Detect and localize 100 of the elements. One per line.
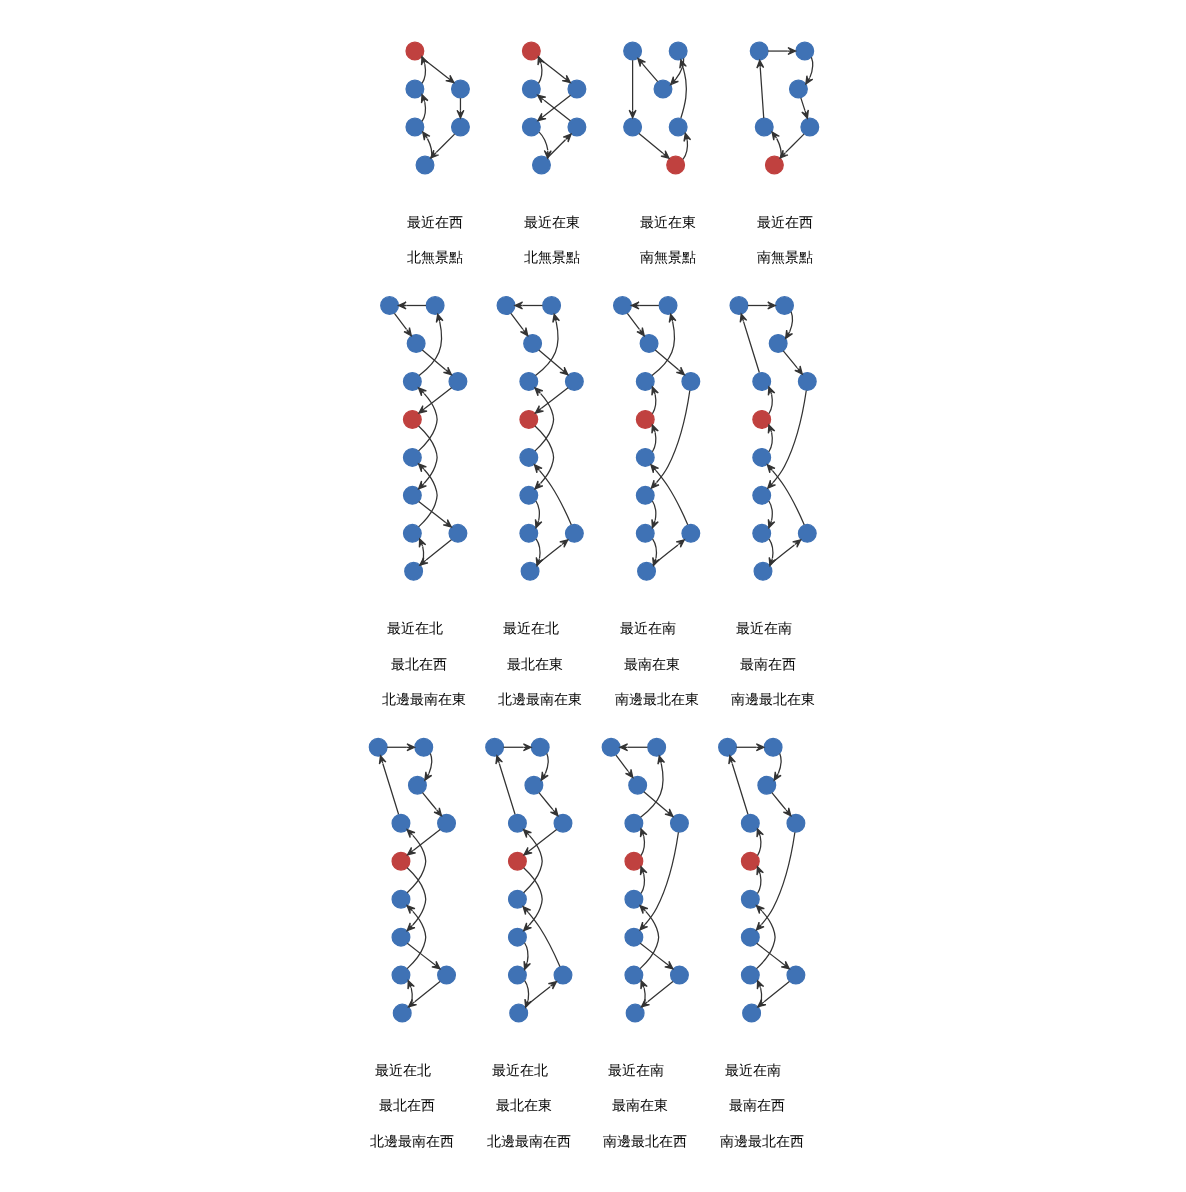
node-circle: [379, 296, 399, 315]
arrow: [533, 387, 568, 414]
node-circle: [668, 965, 688, 985]
arrow: [416, 463, 437, 528]
node-circle: [751, 523, 771, 543]
arrow: [755, 942, 789, 970]
arrow: [522, 829, 542, 894]
arrow: [416, 425, 437, 490]
arrow: [755, 59, 764, 119]
arrow: [772, 752, 781, 781]
node-circle: [785, 813, 805, 833]
arrow: [420, 349, 452, 376]
arrow: [625, 312, 644, 337]
node-circle: [404, 79, 424, 99]
node-circle: [774, 296, 793, 315]
node-circle: [739, 927, 759, 947]
node-circle: [612, 296, 631, 315]
node-circle: [404, 41, 424, 61]
node-circle: [552, 965, 572, 985]
arrow: [650, 424, 658, 453]
node-circle: [623, 851, 643, 871]
node-circle: [405, 333, 425, 353]
node-circle: [390, 851, 410, 871]
node-circle: [680, 371, 700, 391]
arrow: [509, 312, 528, 337]
node-circle: [447, 523, 467, 543]
node-circle: [657, 296, 677, 315]
node-circle: [495, 296, 515, 315]
arrow: [416, 387, 437, 452]
node-circle: [739, 851, 759, 871]
node-circle: [447, 371, 467, 391]
node-circle: [646, 737, 666, 757]
arrow: [738, 313, 759, 374]
arrow: [627, 59, 636, 119]
node-circle: [541, 296, 561, 315]
node-circle: [529, 737, 549, 757]
node-circle: [404, 117, 424, 137]
arrow: [420, 792, 442, 817]
node-circle: [449, 117, 469, 137]
arrow: [417, 313, 443, 377]
node-circle: [752, 561, 772, 581]
arrow: [770, 792, 791, 817]
arrow: [614, 754, 633, 779]
node-circle: [401, 485, 421, 505]
arrow: [533, 313, 560, 377]
node-circle: [623, 889, 643, 909]
node-circle: [680, 523, 700, 543]
arrow: [405, 867, 426, 932]
node-circle: [739, 889, 759, 909]
arrow: [522, 867, 542, 932]
arrow: [405, 828, 440, 856]
node-circle: [751, 409, 771, 429]
node-circle: [762, 737, 782, 757]
arrow: [642, 791, 673, 818]
node-circle: [484, 737, 504, 757]
arrow: [494, 755, 515, 815]
node-circle: [753, 117, 773, 137]
arrow: [405, 942, 440, 970]
node-circle: [566, 79, 586, 99]
arrow: [727, 755, 748, 815]
node-circle: [436, 813, 456, 833]
arrow: [536, 56, 544, 85]
node-circle: [449, 79, 469, 99]
arrow: [419, 56, 454, 84]
arrow: [638, 831, 679, 931]
node-circle: [751, 447, 771, 467]
arrow: [755, 828, 763, 857]
node-circle: [391, 1003, 411, 1023]
node-circle: [401, 371, 421, 391]
arrow: [734, 743, 764, 752]
node-circle: [520, 117, 540, 137]
arrow: [537, 792, 558, 817]
node-circle: [523, 775, 543, 795]
node-circle: [767, 333, 787, 353]
node-circle: [413, 737, 433, 757]
arrow: [396, 301, 426, 310]
node-circle: [530, 155, 550, 175]
arrow: [766, 386, 775, 415]
arrow: [770, 131, 781, 159]
arrow: [784, 311, 793, 340]
arrow: [766, 47, 796, 56]
node-circle: [634, 485, 654, 505]
arrow: [804, 56, 813, 85]
arrow: [423, 752, 432, 781]
node-circle: [401, 447, 421, 467]
arrow: [681, 132, 691, 161]
node-circle: [518, 485, 538, 505]
arrow: [513, 301, 543, 310]
node-circle: [622, 117, 642, 137]
node-circle: [794, 41, 814, 61]
node-circle: [756, 775, 776, 795]
arrow: [754, 831, 795, 931]
arrow: [377, 755, 399, 815]
node-circle: [390, 965, 410, 985]
node-circle: [519, 561, 539, 581]
node-circle: [748, 41, 768, 61]
node-circle: [751, 485, 771, 505]
node-circle: [506, 927, 526, 947]
node-circle: [401, 523, 421, 543]
node-circle: [623, 965, 643, 985]
